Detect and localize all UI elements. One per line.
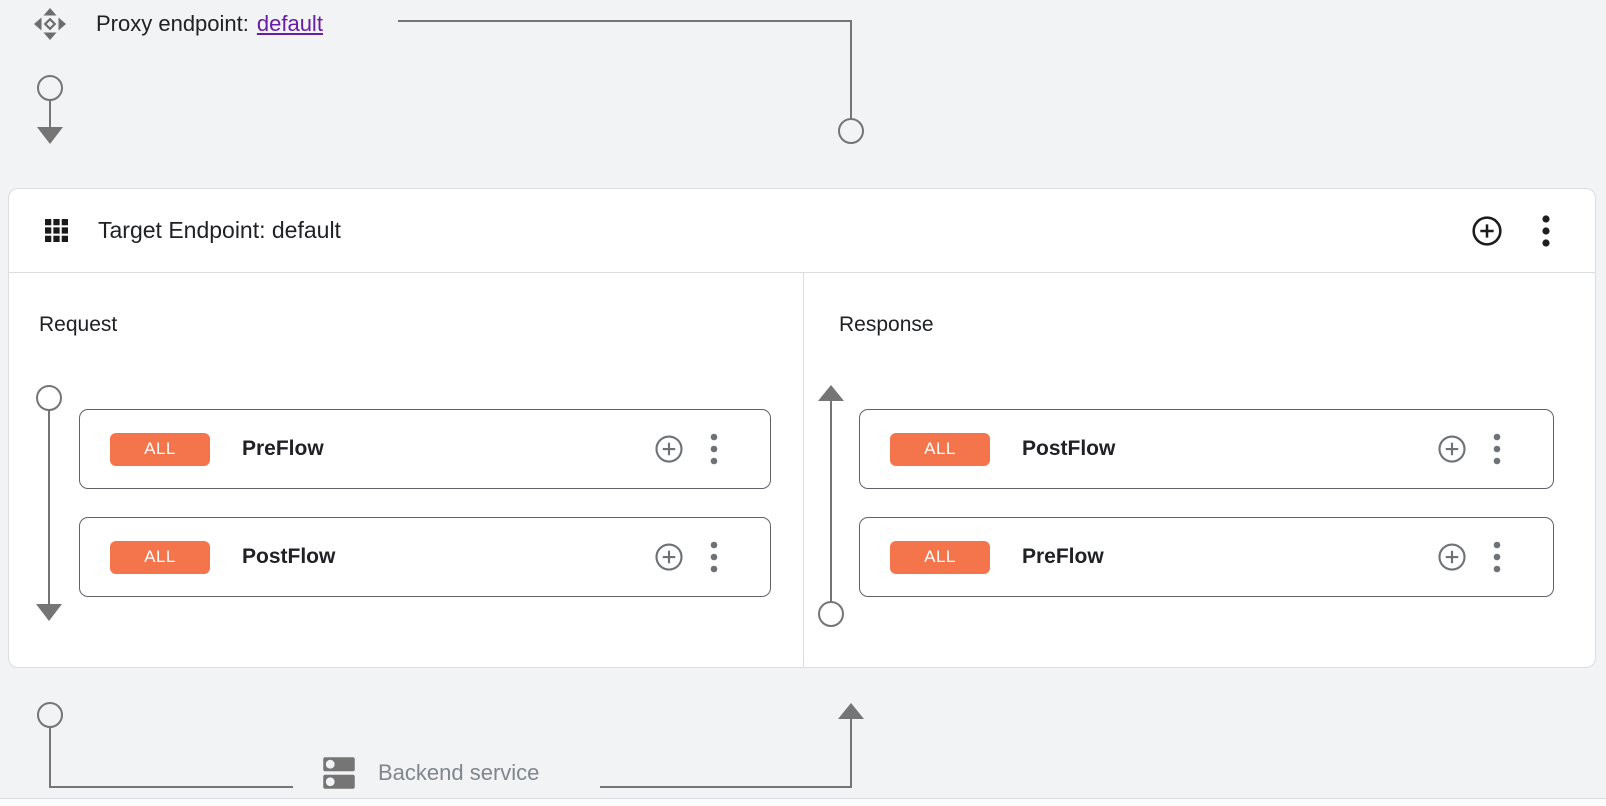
- target-to-backend-connector: [37, 702, 293, 788]
- flow-name: PreFlow: [1022, 545, 1104, 568]
- target-endpoint-body: Request ALL PreFlow: [9, 273, 1595, 667]
- flow-row-response-preflow[interactable]: ALL PreFlow: [859, 517, 1554, 597]
- flow-row-request-preflow[interactable]: ALL PreFlow: [79, 409, 771, 489]
- proxy-endpoint-icon: [32, 6, 68, 42]
- flow-row-actions: [1437, 540, 1523, 574]
- backend-service-icon: [318, 752, 360, 794]
- add-circle-icon[interactable]: [1437, 434, 1467, 464]
- flow-name: PostFlow: [242, 545, 336, 568]
- condition-badge: ALL: [110, 540, 210, 574]
- proxy-to-target-connector: [398, 20, 864, 144]
- kebab-menu-icon[interactable]: [710, 432, 718, 466]
- condition-badge: ALL: [890, 432, 990, 466]
- add-circle-icon[interactable]: [654, 434, 684, 464]
- flow-row-actions: [1437, 432, 1523, 466]
- target-endpoint-title: Target Endpoint: default: [98, 217, 341, 243]
- proxy-endpoint-link[interactable]: default: [256, 11, 323, 36]
- flow-row-actions: [654, 432, 740, 466]
- response-panel-title: Response: [839, 313, 934, 336]
- flow-row-response-postflow[interactable]: ALL PostFlow: [859, 409, 1554, 489]
- condition-badge: ALL: [890, 540, 990, 574]
- proxy-endpoint-out-connector: [37, 75, 63, 144]
- kebab-menu-icon[interactable]: [710, 540, 718, 574]
- kebab-menu-icon[interactable]: [1493, 540, 1501, 574]
- add-circle-icon[interactable]: [1471, 215, 1503, 247]
- target-endpoint-actions: [1471, 213, 1551, 249]
- kebab-menu-icon[interactable]: [1541, 213, 1551, 249]
- request-panel-title: Request: [39, 313, 118, 336]
- target-endpoint-card: Target Endpoint: default Request: [8, 188, 1596, 668]
- flow-row-request-postflow[interactable]: ALL PostFlow: [79, 517, 771, 597]
- target-endpoint-header: Target Endpoint: default: [9, 189, 1595, 273]
- backend-service-node: Backend service: [318, 752, 539, 794]
- backend-service-label: Backend service: [378, 760, 540, 785]
- proxy-endpoint-node: Proxy endpoint: default: [32, 4, 323, 44]
- grid-icon: [45, 219, 68, 242]
- flow-name: PreFlow: [242, 437, 324, 460]
- flow-row-actions: [654, 540, 740, 574]
- request-panel: Request ALL PreFlow: [9, 273, 804, 667]
- add-circle-icon[interactable]: [1437, 542, 1467, 572]
- condition-badge: ALL: [110, 432, 210, 466]
- kebab-menu-icon[interactable]: [1493, 432, 1501, 466]
- canvas-bottom-edge: [0, 798, 1606, 806]
- backend-to-response-connector: [600, 703, 864, 788]
- flow-name: PostFlow: [1022, 437, 1116, 460]
- add-circle-icon[interactable]: [654, 542, 684, 572]
- response-panel: Response ALL PostFlow: [804, 273, 1595, 667]
- proxy-endpoint-label: Proxy endpoint:: [96, 11, 249, 36]
